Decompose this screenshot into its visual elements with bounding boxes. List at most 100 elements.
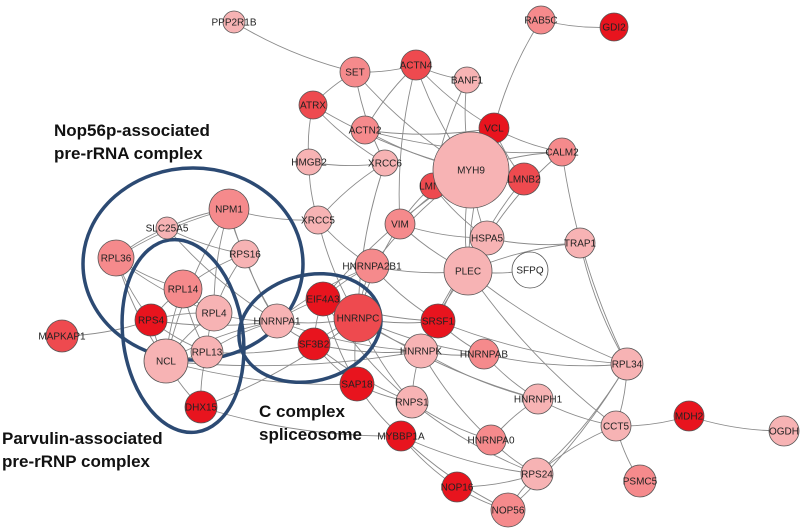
- node-rpl34[interactable]: RPL34: [610, 347, 644, 381]
- node-mapkap1[interactable]: MAPKAP1: [38, 319, 86, 353]
- node-label-trap1: TRAP1: [564, 239, 597, 250]
- node-hnrnpab[interactable]: HNRNPAB: [460, 338, 508, 370]
- node-circle-hnrnpa1: [259, 303, 295, 339]
- node-npm1[interactable]: NPM1: [208, 188, 250, 230]
- node-label-nop56: NOP56: [492, 506, 525, 517]
- node-hmgb2[interactable]: HMGB2: [291, 148, 327, 176]
- node-label-rpl13: RPL13: [192, 348, 223, 359]
- node-circle-srsf1: [420, 303, 456, 339]
- node-circle-rpl36: [97, 239, 135, 277]
- node-rnps1[interactable]: RNPS1: [395, 385, 429, 419]
- node-cct5[interactable]: CCT5: [600, 410, 632, 442]
- node-vim[interactable]: VIM: [384, 208, 416, 240]
- node-dhx15[interactable]: DHX15: [184, 390, 218, 424]
- edge-plec-cct5: [467, 270, 617, 427]
- node-circle-hnrnpk: [403, 333, 439, 369]
- node-trap1[interactable]: TRAP1: [564, 227, 597, 259]
- node-circle-rpl14: [163, 269, 203, 309]
- node-srsf1[interactable]: SRSF1: [420, 303, 456, 339]
- node-label-rab5c: RAB5C: [524, 16, 557, 27]
- node-label-hnrnpa1: HNRNPA1: [253, 317, 300, 328]
- node-mdh2[interactable]: MDH2: [673, 400, 705, 432]
- edge-hnrnpab-rpl34: [483, 353, 628, 367]
- node-gdi2[interactable]: GDI2: [599, 12, 629, 42]
- node-eif4a3[interactable]: EIF4A3: [305, 281, 341, 317]
- node-rab5c[interactable]: RAB5C: [524, 5, 558, 35]
- node-psmc5[interactable]: PSMC5: [623, 464, 658, 498]
- node-ogdh[interactable]: OGDH: [768, 415, 800, 447]
- edge-srsf1-rpl34: [437, 320, 628, 365]
- node-circle-vim: [384, 208, 416, 240]
- node-label-psmc5: PSMC5: [623, 477, 658, 488]
- node-slc25a5[interactable]: SLC25A5: [146, 216, 189, 240]
- node-label-ogdh: OGDH: [769, 427, 799, 438]
- node-circle-npm1: [208, 188, 250, 230]
- node-circle-set: [339, 56, 371, 88]
- node-xrcc6[interactable]: XRCC6: [368, 149, 402, 177]
- node-plec[interactable]: PLEC: [443, 246, 493, 296]
- node-circle-sap18: [339, 366, 375, 402]
- node-banf1[interactable]: BANF1: [451, 66, 484, 94]
- node-circle-lmnb2: [507, 162, 541, 196]
- node-circle-rnps1: [395, 385, 429, 419]
- node-rps24[interactable]: RPS24: [520, 457, 554, 491]
- node-label-ncl: NCL: [156, 357, 176, 368]
- node-xrcc5[interactable]: XRCC5: [301, 205, 335, 235]
- node-ppp2r1b[interactable]: PPP2R1B: [211, 10, 257, 34]
- node-hspa5[interactable]: HSPA5: [469, 220, 505, 256]
- node-hnrnph1[interactable]: HNRNPH1: [514, 383, 563, 415]
- node-circle-plec: [443, 246, 493, 296]
- node-calm2[interactable]: CALM2: [545, 137, 579, 167]
- node-label-hnrnpab: HNRNPAB: [460, 350, 508, 361]
- node-circle-eif4a3: [305, 281, 341, 317]
- node-label-npm1: NPM1: [215, 205, 243, 216]
- node-rps16[interactable]: RPS16: [229, 239, 261, 269]
- node-circle-actn2: [350, 115, 380, 145]
- node-label-hnrnpa2b1: HNRNPA2B1: [342, 262, 402, 273]
- node-circle-dhx15: [184, 390, 218, 424]
- node-label-eif4a3: EIF4A3: [306, 295, 340, 306]
- node-label-plec: PLEC: [455, 267, 481, 278]
- node-label-rnps1: RNPS1: [395, 398, 429, 409]
- node-label-sf3b2: SF3B2: [299, 340, 330, 351]
- node-hnrnpa2b1[interactable]: HNRNPA2B1: [342, 248, 402, 284]
- node-label-lmna: LMNA: [419, 182, 447, 193]
- node-hnrnpc[interactable]: HNRNPC: [333, 293, 383, 343]
- c-complex-annotation-line1: C complex: [259, 402, 346, 421]
- node-circle-rpl34: [610, 347, 644, 381]
- node-hnrnpk[interactable]: HNRNPK: [400, 333, 443, 369]
- node-label-set: SET: [345, 68, 364, 79]
- node-hnrnpa0[interactable]: HNRNPA0: [467, 424, 515, 456]
- node-lmnb2[interactable]: LMNB2: [507, 162, 541, 196]
- node-rpl13[interactable]: RPL13: [190, 335, 224, 369]
- node-circle-slc25a5: [155, 216, 179, 240]
- node-circle-ppp2r1b: [222, 10, 246, 34]
- node-mybbp1a[interactable]: MYBBP1A: [377, 420, 425, 452]
- node-circle-banf1: [453, 66, 481, 94]
- node-circle-sfpq: [511, 251, 549, 289]
- parvulin-annotation-line2: pre-rRNP complex: [2, 452, 151, 471]
- node-set[interactable]: SET: [339, 56, 371, 88]
- node-hnrnpa1[interactable]: HNRNPA1: [253, 303, 301, 339]
- node-rpl36[interactable]: RPL36: [97, 239, 135, 277]
- node-atrx[interactable]: ATRX: [298, 90, 328, 120]
- node-nop56[interactable]: NOP56: [490, 492, 526, 528]
- node-ncl[interactable]: NCL: [143, 338, 189, 384]
- node-rpl4[interactable]: RPL4: [195, 294, 233, 332]
- node-rpl14[interactable]: RPL14: [163, 269, 203, 309]
- node-myh9[interactable]: MYH9: [432, 131, 510, 209]
- node-rps4[interactable]: RPS4: [134, 303, 168, 337]
- node-nop16[interactable]: NOP16: [441, 471, 474, 503]
- node-circle-psmc5: [623, 464, 657, 498]
- node-label-dhx15: DHX15: [185, 403, 218, 414]
- node-actn4[interactable]: ACTN4: [400, 49, 433, 81]
- nop56p-annotation-line2: pre-rRNA complex: [54, 144, 203, 163]
- node-circle-rps24: [520, 457, 554, 491]
- node-sap18[interactable]: SAP18: [339, 366, 375, 402]
- node-actn2[interactable]: ACTN2: [349, 115, 382, 145]
- node-sfpq[interactable]: SFPQ: [511, 251, 549, 289]
- node-label-hnrnph1: HNRNPH1: [514, 395, 563, 406]
- node-sf3b2[interactable]: SF3B2: [297, 327, 331, 361]
- node-circle-ogdh: [768, 415, 800, 447]
